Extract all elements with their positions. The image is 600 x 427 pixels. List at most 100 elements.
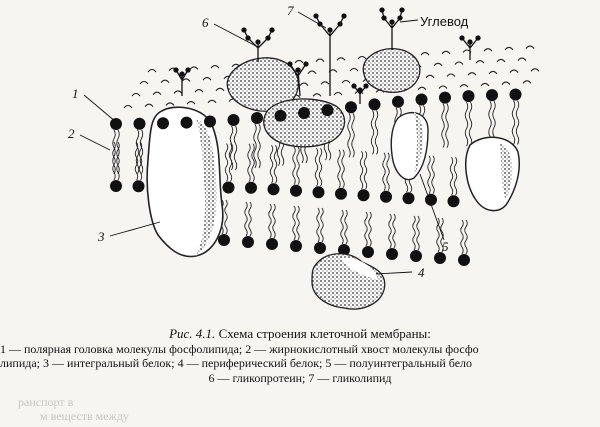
lipid-head-back	[433, 62, 443, 67]
integral-protein-shade	[196, 118, 217, 256]
lipid-tail	[112, 141, 116, 181]
lipid-tail	[347, 113, 351, 158]
lipid-head-back	[320, 81, 330, 85]
phospholipid-head	[222, 181, 235, 194]
bleed-line-1: ранспорт в	[18, 395, 74, 409]
lipid-head-back	[315, 58, 325, 62]
phospholipid-head	[290, 240, 302, 252]
upper-right-protein-blob	[362, 47, 421, 93]
lipid-head-back	[139, 80, 149, 85]
lipid-head-back	[417, 86, 427, 91]
lipid-tail	[316, 207, 320, 243]
lipid-tail	[427, 155, 431, 195]
phospholipid-head	[458, 254, 470, 266]
figure-title: Схема строения клеточной мембраны:	[218, 326, 431, 341]
label-3: 3	[98, 229, 105, 244]
phospholipid-head	[218, 234, 230, 246]
lipid-tail	[440, 217, 444, 253]
phospholipid-head	[312, 186, 325, 199]
phospholipid-head	[434, 252, 446, 264]
lipid-head-back	[215, 87, 225, 92]
lipid-head-back	[438, 85, 448, 89]
label-7: 7	[287, 3, 294, 18]
lipid-tail	[248, 201, 252, 237]
lipid-head-back	[441, 50, 451, 55]
phospholipid-head	[290, 184, 302, 197]
phospholipid-head	[298, 107, 310, 120]
phospholipid-head	[274, 109, 287, 122]
lipid-head-back	[483, 48, 493, 52]
lipid-tail	[337, 149, 341, 189]
lipid-tail	[224, 143, 229, 182]
lipid-head-back	[488, 70, 498, 75]
lipid-tail	[134, 142, 139, 181]
lipid-tail	[272, 203, 276, 239]
lipid-tail	[253, 123, 257, 169]
lipid-head-back	[459, 84, 469, 88]
lipid-tail	[228, 143, 233, 182]
lipid-head-back	[357, 55, 367, 60]
lipid-tail	[351, 113, 355, 158]
lipid-tail	[340, 209, 344, 245]
label-5: 5	[442, 239, 449, 254]
phospholipid-head	[486, 89, 498, 102]
lipid-tail	[296, 146, 300, 186]
lipid-head-back	[425, 74, 435, 79]
phospholipid-head	[110, 180, 122, 192]
phospholipid-head	[227, 113, 240, 126]
lipid-head-back	[152, 91, 162, 96]
lipid-tail	[364, 211, 368, 247]
lipid-head-back	[454, 61, 464, 65]
lipid-head-back	[525, 45, 535, 49]
lipid-tail	[251, 143, 255, 183]
leader-lines	[79, 11, 445, 275]
cell-membrane-diagram	[79, 7, 540, 310]
phospholipid-head	[509, 88, 522, 101]
phospholipid-head	[321, 104, 334, 117]
lipid-head-back	[307, 70, 317, 74]
lipid-tail	[314, 148, 319, 187]
lipid-head-back	[299, 82, 309, 86]
lipid-head-back	[147, 68, 157, 73]
label-6: 6	[202, 15, 209, 30]
phospholipid-head	[392, 95, 404, 108]
caption-line-1: 1 — полярная головка молекулы фосфолипид…	[0, 341, 479, 356]
phospholipid-head	[204, 115, 216, 128]
lipid-tail	[233, 125, 238, 171]
figure-caption: Рис. 4.1. Схема строения клеточной мембр…	[0, 326, 600, 385]
lipid-head-back	[207, 99, 217, 104]
lipid-head-back	[210, 65, 220, 69]
phospholipid-head	[267, 183, 280, 196]
lipid-tail	[368, 211, 372, 247]
semi-integral-protein	[390, 111, 429, 181]
lipid-head-back	[144, 103, 154, 108]
lipid-head-back	[517, 57, 527, 61]
phospholipid-head	[180, 116, 193, 129]
lipid-tail	[416, 215, 420, 251]
lipid-head-back	[181, 78, 191, 82]
figure-number: Рис. 4.1.	[169, 326, 216, 341]
lipid-head-back	[336, 57, 346, 61]
lipid-tail	[386, 152, 390, 192]
lipid-tail	[116, 129, 120, 175]
lipid-head-back	[165, 102, 175, 106]
phospholipid-head	[133, 117, 146, 130]
phospholipid-head	[110, 118, 122, 130]
carbohydrate-label: Углевод	[420, 14, 469, 29]
phospholipid-head	[251, 112, 263, 125]
lipid-tail	[464, 219, 468, 255]
phospholipid-head	[362, 246, 374, 258]
lipid-head-back	[496, 58, 506, 63]
label-1: 1	[72, 86, 79, 101]
lipid-head-back	[480, 82, 490, 87]
lipid-tail	[247, 143, 251, 183]
phospholipid-head	[386, 248, 398, 260]
lipid-tail	[292, 146, 296, 186]
phospholipid-head	[462, 90, 475, 103]
phospholipid-head	[415, 93, 428, 106]
phospholipid-head	[266, 238, 278, 250]
lipid-tail	[359, 151, 364, 190]
phospholipid-head	[402, 192, 415, 205]
lipid-head-back	[475, 60, 485, 64]
lipid-tail	[445, 103, 449, 148]
